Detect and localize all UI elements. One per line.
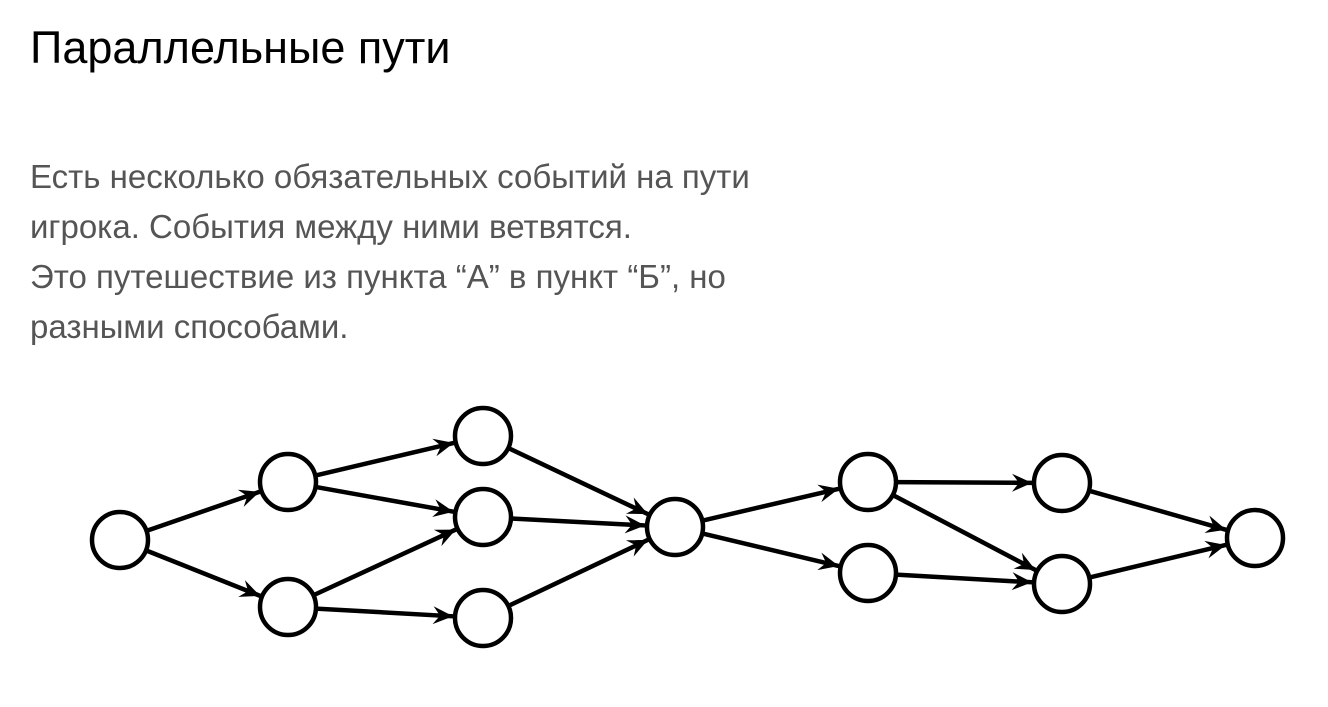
edge-arrow bbox=[314, 440, 455, 478]
edge-arrow bbox=[315, 484, 454, 514]
arrowhead-icon bbox=[625, 497, 648, 515]
event-node bbox=[644, 496, 706, 558]
arrowhead-icon bbox=[1204, 515, 1227, 533]
description-line: Есть несколько обязательных событий на п… bbox=[30, 158, 750, 195]
arrowhead-icon bbox=[237, 489, 260, 507]
arrowhead-icon bbox=[624, 515, 646, 534]
event-node bbox=[837, 542, 899, 604]
event-node bbox=[89, 509, 151, 571]
edge-arrow bbox=[895, 572, 1033, 585]
edge-arrow bbox=[145, 489, 261, 533]
description-line: Это путешествие из пункта “A” в пункт “Б… bbox=[30, 258, 726, 295]
event-node bbox=[452, 587, 514, 649]
edge-arrow bbox=[507, 445, 649, 517]
arrowhead-icon bbox=[433, 529, 456, 547]
event-node bbox=[1224, 507, 1286, 569]
arrowhead-icon bbox=[238, 580, 261, 597]
event-node bbox=[452, 486, 514, 548]
edge-arrow bbox=[701, 486, 840, 523]
arrowhead-icon bbox=[1013, 552, 1036, 571]
arrowhead-icon bbox=[1204, 540, 1226, 559]
arrowhead-icon bbox=[1011, 572, 1033, 591]
arrowhead-icon bbox=[817, 484, 839, 503]
edge-arrow bbox=[315, 606, 454, 619]
page-title: Параллельные пути bbox=[30, 22, 451, 73]
edge-arrow bbox=[1088, 542, 1227, 580]
arrowhead-icon bbox=[817, 552, 839, 571]
edge-arrow bbox=[510, 516, 646, 528]
event-node bbox=[257, 576, 319, 638]
event-node bbox=[837, 451, 899, 513]
description-line: игрока. События между ними ветвятся. bbox=[30, 208, 632, 245]
edge-arrow bbox=[701, 531, 840, 569]
edge-arrow bbox=[891, 493, 1037, 573]
description-line: разными способами. bbox=[30, 308, 349, 345]
event-node bbox=[257, 451, 319, 513]
edge-arrow bbox=[1088, 488, 1227, 532]
edge-arrow bbox=[312, 527, 457, 598]
arrowhead-icon bbox=[1011, 473, 1033, 492]
arrowhead-icon bbox=[432, 438, 454, 457]
arrowhead-icon bbox=[432, 499, 454, 518]
edge-arrow bbox=[895, 479, 1033, 486]
event-node bbox=[452, 405, 514, 467]
arrowhead-icon bbox=[625, 539, 648, 557]
edge-arrow bbox=[145, 548, 261, 598]
event-node bbox=[1031, 452, 1093, 514]
event-node bbox=[1031, 553, 1093, 615]
arrowhead-icon bbox=[432, 606, 454, 625]
edge-arrow bbox=[507, 537, 649, 609]
description: Есть несколько обязательных событий на п… bbox=[30, 152, 750, 352]
